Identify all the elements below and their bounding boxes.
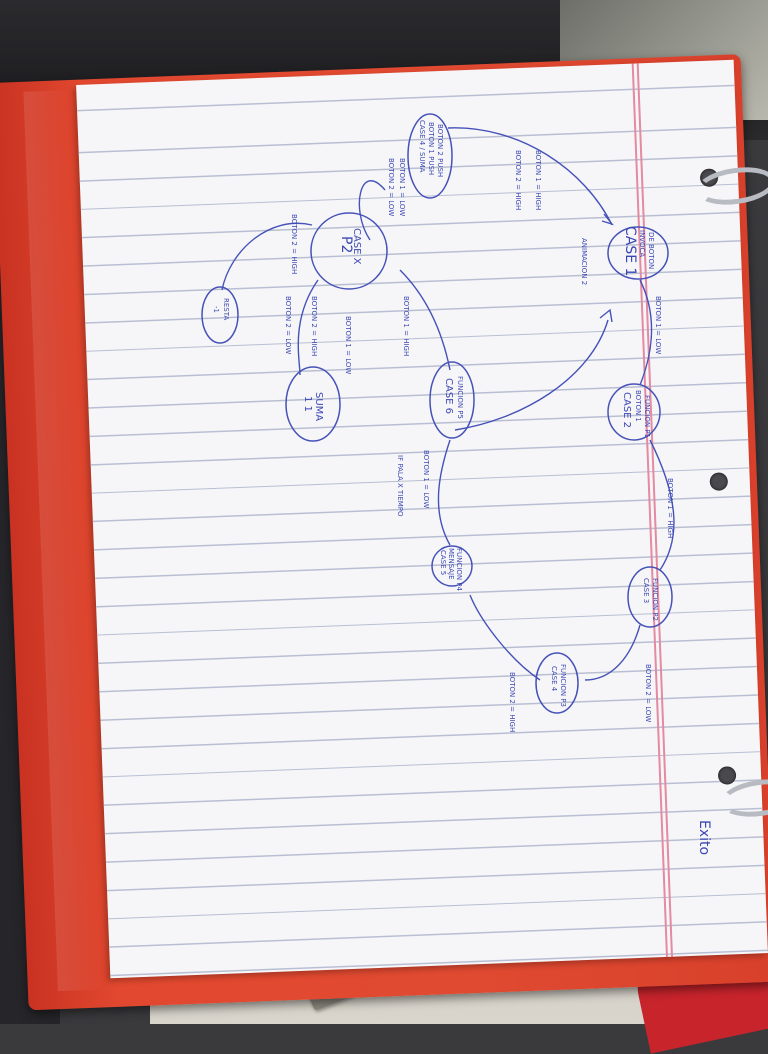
edge-c6-c1	[454, 319, 609, 431]
transition-c6-c5: BOTON 1 = LOW	[422, 450, 430, 508]
case6-sub: FUNCION P5	[456, 376, 464, 419]
case-top-left-sub1: BOTON 1 PUSH	[427, 122, 435, 175]
transition-top1: BOTON 1 = HIGH	[534, 150, 542, 210]
case5-sub2: FUNCION P4	[455, 548, 463, 592]
node-resta	[201, 286, 239, 344]
p2-label: P2	[338, 236, 354, 253]
case2-sub1: BOTON 1	[634, 390, 642, 422]
node-case4	[535, 652, 579, 714]
node-case2	[607, 383, 661, 441]
case6-label: CASE 6	[443, 378, 454, 414]
node-case3	[627, 566, 673, 628]
corner-signature: Exito	[696, 820, 712, 855]
node-case5	[431, 545, 473, 587]
transition-p2-c6: BOTON 1 = HIGH	[402, 296, 410, 356]
node-suma	[285, 366, 341, 442]
transition-c2-c3: BOTON 1 = HIGH	[666, 478, 674, 538]
node-case-top-left	[407, 113, 453, 199]
edge-left-loop	[358, 180, 386, 241]
transition-c3-c4: BOTON 2 = LOW	[644, 664, 652, 722]
edge-p2-resta	[221, 222, 313, 291]
case3-label: CASE 3	[642, 578, 650, 603]
case-top-left-label: CASE 4 / SUMA	[418, 120, 426, 173]
handwritten-state-diagram: CASE 1 INVOCA DE BOTON CASE 2 BOTON 1 FU…	[201, 113, 712, 855]
transition-left1: BOTON 1 = LOW	[398, 158, 406, 216]
edge-top-arc	[447, 127, 613, 226]
case2-sub2: FUNCION P1	[643, 395, 651, 438]
node-p2	[310, 212, 388, 290]
photo-scene: CASE 1 INVOCA DE BOTON CASE 2 BOTON 1 FU…	[0, 0, 768, 1024]
suma-sub: 1 1	[302, 396, 313, 412]
case4-label: CASE 4	[550, 666, 558, 692]
case3-sub: FUNCION P2	[651, 578, 659, 621]
transition-top2: BOTON 2 = HIGH	[514, 150, 522, 210]
transition-anim: ANIMACION 2	[580, 238, 588, 285]
arrow-head-2	[599, 308, 613, 323]
case1-label: CASE 1	[622, 226, 638, 276]
transition-left2: BOTON 2 = LOW	[387, 158, 395, 216]
transition-c1-c2: BOTON 1 = LOW	[654, 296, 662, 354]
transition-resta1: BOTON 2 = HIGH	[290, 214, 298, 274]
arrow-head-1	[601, 213, 614, 226]
case1-sub1: INVOCA	[638, 230, 646, 257]
transition-resta2: BOTON 2 = LOW	[284, 296, 292, 354]
transition-suma: BOTON 1 = LOW	[344, 316, 352, 374]
transition-if: IF PALA X TIEMPO	[396, 455, 404, 517]
resta-label: RESTA	[222, 298, 230, 320]
case5-sub1: MENSAJE	[447, 548, 455, 580]
node-case6	[429, 361, 475, 439]
edge-c2-c3	[649, 439, 675, 571]
case-top-left-sub2: BOTON 2 PUSH	[436, 124, 444, 177]
edge-p2-c6	[399, 269, 451, 371]
edge-c4-c5	[469, 594, 541, 681]
resta-sub: -1	[212, 306, 220, 313]
suma-label: SUMA	[313, 392, 324, 421]
case4-sub: FUNCION P3	[559, 664, 567, 707]
case1-sub2: DE BOTON	[647, 232, 655, 269]
transition-c4-c5: BOTON 2 = HIGH	[508, 672, 516, 732]
edge-c5-c6	[437, 439, 451, 546]
node-case1	[607, 226, 669, 280]
edge-p2-suma	[297, 279, 319, 376]
case2-label: CASE 2	[621, 392, 632, 428]
case5-label: CASE 5	[439, 550, 447, 575]
case-x-label: CASE X	[351, 228, 362, 265]
transition-suma2: BOTON 2 = HIGH	[310, 296, 318, 356]
edge-c1-c2	[639, 279, 653, 386]
edge-c3-c4	[584, 624, 641, 681]
